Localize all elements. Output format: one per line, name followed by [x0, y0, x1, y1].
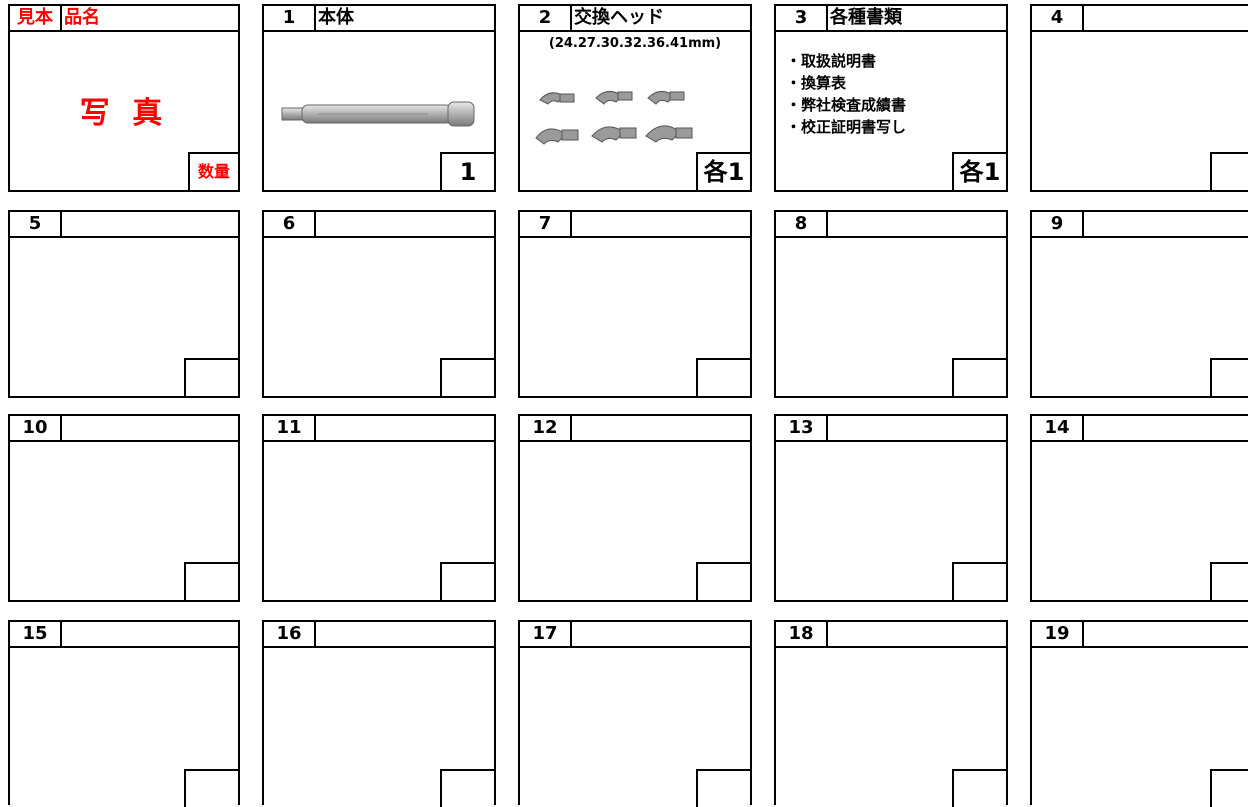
- item-card-17: 17: [518, 620, 752, 807]
- item-number: 8: [776, 212, 828, 236]
- item-qty: 1: [440, 152, 494, 190]
- photo-placeholder-text: 写 真: [79, 96, 169, 131]
- item-qty: [952, 769, 1006, 807]
- item-card-7: 7: [518, 210, 752, 398]
- item-header: 16: [264, 622, 494, 648]
- item-card-16: 16: [262, 620, 496, 807]
- item-header: 7: [520, 212, 750, 238]
- item-qty: [440, 358, 494, 396]
- item-card-10: 10: [8, 414, 240, 602]
- item-number: 19: [1032, 622, 1084, 646]
- item-card-6: 6: [262, 210, 496, 398]
- item-card-11: 11: [262, 414, 496, 602]
- item-number: 10: [10, 416, 62, 440]
- item-qty: [696, 562, 750, 600]
- item-card-15: 15: [8, 620, 240, 807]
- qty-label: 数量: [188, 152, 238, 190]
- item-qty: [1210, 152, 1248, 190]
- item-header: 15: [10, 622, 238, 648]
- item-qty: [184, 562, 238, 600]
- item-number: 18: [776, 622, 828, 646]
- item-header: 5: [10, 212, 238, 238]
- item-number: 6: [264, 212, 316, 236]
- head-sizes-note: (24.27.30.32.36.41mm): [548, 36, 722, 51]
- item-number: 13: [776, 416, 828, 440]
- item-qty: [952, 562, 1006, 600]
- item-qty: [440, 562, 494, 600]
- item-name: 交換ヘッド: [574, 7, 664, 28]
- item-header: 19: [1032, 622, 1248, 648]
- item-header: 6: [264, 212, 494, 238]
- document-item: 換算表: [786, 72, 906, 94]
- item-qty: 各1: [696, 152, 750, 190]
- item-header: 12: [520, 416, 750, 442]
- item-number: 14: [1032, 416, 1084, 440]
- item-number: 7: [520, 212, 572, 236]
- item-header: 17: [520, 622, 750, 648]
- item-number: 12: [520, 416, 572, 440]
- item-number: 4: [1032, 6, 1084, 30]
- item-header: 14: [1032, 416, 1248, 442]
- item-card-18: 18: [774, 620, 1008, 807]
- exchange-wrench-heads-image: [535, 91, 693, 145]
- item-qty: [1210, 358, 1248, 396]
- item-qty: [696, 769, 750, 807]
- document-list: 取扱説明書 換算表 弊社検査成績書 校正証明書写し: [786, 50, 906, 138]
- item-number: 1: [264, 6, 316, 30]
- item-header: 11: [264, 416, 494, 442]
- item-card-14: 14: [1030, 414, 1248, 602]
- item-qty: [184, 769, 238, 807]
- item-header: 1 本体: [264, 6, 494, 32]
- item-number: 11: [264, 416, 316, 440]
- document-item: 取扱説明書: [786, 50, 906, 72]
- item-name: 各種書類: [830, 7, 902, 28]
- item-number: 2: [520, 6, 572, 30]
- item-card-12: 12: [518, 414, 752, 602]
- document-item: 校正証明書写し: [786, 116, 906, 138]
- item-qty: [1210, 769, 1248, 807]
- item-header: 13: [776, 416, 1006, 442]
- item-qty: [696, 358, 750, 396]
- item-card-13: 13: [774, 414, 1008, 602]
- item-header: 8: [776, 212, 1006, 238]
- item-number: 5: [10, 212, 62, 236]
- item-card-1: 1 本体 1: [262, 4, 496, 192]
- item-card-9: 9: [1030, 210, 1248, 398]
- item-number: 16: [264, 622, 316, 646]
- item-header: 9: [1032, 212, 1248, 238]
- item-header: 4: [1032, 6, 1248, 32]
- sample-card: 見本 品名 写 真 数量: [8, 4, 240, 192]
- item-qty: 各1: [952, 152, 1006, 190]
- item-number: 15: [10, 622, 62, 646]
- item-card-5: 5: [8, 210, 240, 398]
- item-card-2: 2 交換ヘッド (24.27.30.32.36.41mm) 各1: [518, 4, 752, 192]
- item-qty: [440, 769, 494, 807]
- item-header: 2 交換ヘッド: [520, 6, 750, 32]
- sample-name-label: 品名: [64, 7, 100, 28]
- item-card-3: 3 各種書類 取扱説明書 換算表 弊社検査成績書 校正証明書写し 各1: [774, 4, 1008, 192]
- item-number: 17: [520, 622, 572, 646]
- item-card-4: 4: [1030, 4, 1248, 192]
- item-card-19: 19: [1030, 620, 1248, 807]
- item-header: 18: [776, 622, 1006, 648]
- item-qty: [952, 358, 1006, 396]
- item-header: 3 各種書類: [776, 6, 1006, 32]
- item-number: 3: [776, 6, 828, 30]
- item-card-8: 8: [774, 210, 1008, 398]
- item-number: 9: [1032, 212, 1084, 236]
- torque-wrench-body-image: [281, 101, 475, 127]
- sample-header: 見本 品名: [10, 6, 238, 32]
- sample-label: 見本: [10, 6, 62, 30]
- item-header: 10: [10, 416, 238, 442]
- item-name: 本体: [318, 7, 354, 28]
- item-qty: [1210, 562, 1248, 600]
- document-item: 弊社検査成績書: [786, 94, 906, 116]
- item-qty: [184, 358, 238, 396]
